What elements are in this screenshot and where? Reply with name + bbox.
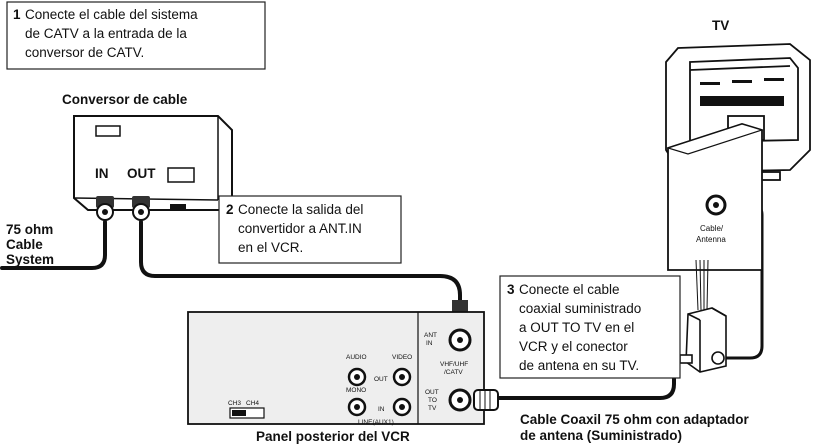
vcr-rear-panel: AUDIO VIDEO MONO OUT IN LINE(AUX1) CH3 C…	[187, 311, 485, 426]
converter-out-label: OUT	[127, 166, 156, 181]
converter-port	[167, 167, 195, 183]
antenna-adapter	[679, 307, 727, 373]
converter-to-vcr-wire	[139, 220, 462, 307]
vcr-ch3-label: CH3	[228, 400, 241, 407]
step2-line-1: Conecte la salida del	[238, 202, 363, 217]
vcr-out-to-tv-label-2: TO	[428, 397, 437, 404]
step3-line-2: coaxial suministrado	[519, 301, 641, 316]
step1-line-1: Conecte el cable del sistema	[25, 7, 198, 22]
cable-system-line-2: Cable	[6, 237, 43, 252]
tv-jack-panel: Cable/ Antenna	[665, 123, 765, 271]
vcr-line-label: LINE(AUX1)	[358, 419, 394, 426]
step1-line-3: conversor de CATV.	[25, 45, 144, 60]
vcr-in-label: IN	[378, 406, 385, 413]
vcr-mono-label: MONO	[346, 387, 366, 394]
step2-line-2: convertidor a ANT.IN	[238, 221, 362, 236]
step3-line-5: de antena en su TV.	[519, 358, 639, 373]
vcr-out-to-tv-label-1: OUT	[425, 389, 439, 396]
converter-display	[95, 125, 121, 137]
step1-number: 1	[13, 7, 21, 22]
step2-callout: 2 Conecte la salida del convertidor a AN…	[218, 195, 402, 264]
vcr-vhf-label-1: VHF/UHF	[440, 361, 468, 368]
antenna-leads	[695, 259, 709, 311]
step3-box	[499, 275, 681, 379]
step1-callout: 1 Conecte el cable del sistema de CATV a…	[6, 1, 266, 70]
vcr-ch4-label: CH4	[246, 400, 259, 407]
vcr-audio-label: AUDIO	[346, 354, 367, 361]
step3-line-4: VCR y el conector	[519, 339, 628, 354]
converter-title: Conversor de cable	[62, 92, 188, 107]
tv-jack-label-1: Cable/	[700, 224, 724, 233]
tv-jack-label-2: Antenna	[696, 235, 726, 244]
step2-line-3: en el VCR.	[238, 240, 303, 255]
ch3-ch4-switch[interactable]	[229, 407, 265, 419]
step3-callout: 3 Conecte el cable coaxial suministrado …	[499, 275, 681, 379]
vcr-out-to-tv-label-3: TV	[428, 405, 437, 412]
vcr-video-label: VIDEO	[392, 354, 412, 361]
step2-number: 2	[226, 202, 234, 217]
cable-system-line-1: 75 ohm	[6, 222, 53, 237]
step3-number: 3	[507, 282, 515, 297]
step2-box	[218, 195, 402, 264]
vcr-ant-in-label-2: IN	[426, 340, 433, 347]
vcr-rca-jacks	[347, 367, 412, 417]
coax-caption-line-1: Cable Coaxil 75 ohm con adaptador	[520, 412, 750, 427]
vcr-out-label: OUT	[374, 376, 388, 383]
step3-line-3: a OUT TO TV en el	[519, 320, 634, 335]
vcr-to-adapter-wire	[490, 318, 676, 400]
step1-box	[6, 1, 266, 70]
tv-title: TV	[712, 18, 729, 33]
step3-line-1: Conecte el cable	[519, 282, 620, 297]
vcr-vhf-label-2: /CATV	[444, 369, 463, 376]
converter-in-label: IN	[95, 166, 109, 181]
vcr-caption: Panel posterior del VCR	[256, 429, 410, 444]
step1-line-2: de CATV a la entrada de la	[25, 26, 187, 41]
coax-caption-line-2: de antena (Suministrado)	[520, 428, 682, 443]
cable-converter-box: IN OUT	[73, 115, 233, 221]
cable-system-line-3: System	[6, 252, 54, 267]
cables	[0, 203, 764, 400]
vcr-ant-in-label-1: ANT	[424, 332, 437, 339]
out-to-tv-plug	[473, 389, 499, 411]
cable-system-wire	[0, 220, 107, 270]
